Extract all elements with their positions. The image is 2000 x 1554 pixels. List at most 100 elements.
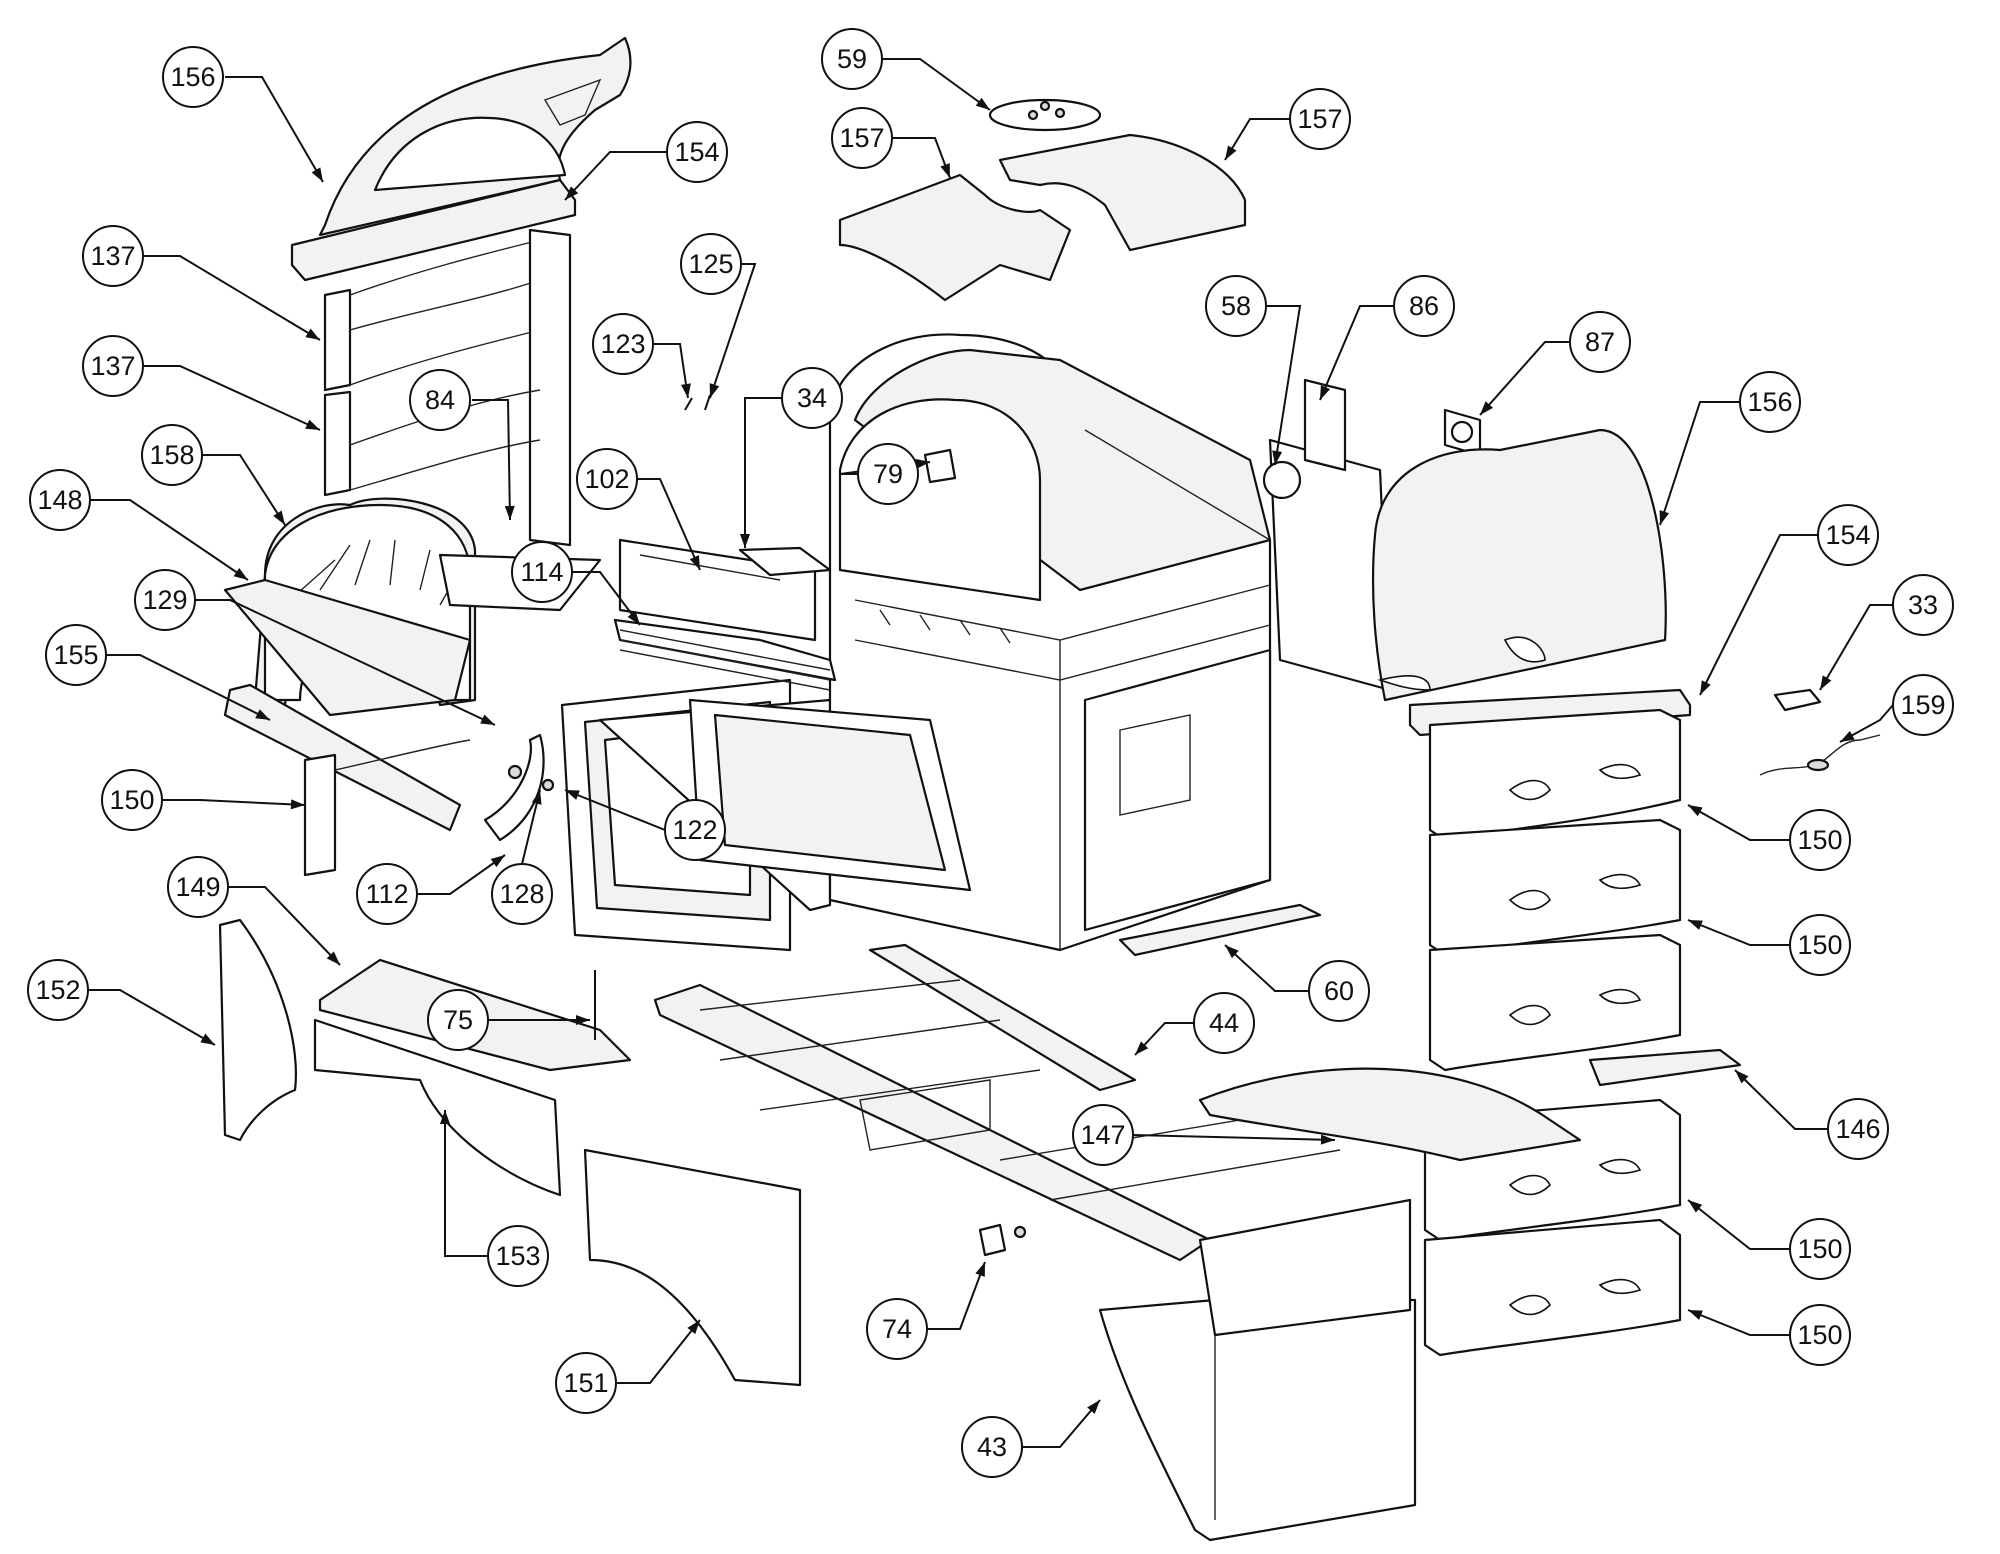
callout-number: 137 (90, 351, 135, 381)
leader-arrow-c137a (305, 328, 320, 340)
leader-line-c150b (1687, 804, 1790, 841)
leader-arrow-c129 (480, 714, 495, 725)
callout-circle (821, 28, 883, 90)
leader-line-c33 (1819, 604, 1893, 691)
callout-circle (592, 313, 654, 375)
callout-circle (1789, 914, 1851, 976)
leader-line-c151 (616, 1319, 701, 1384)
callout-c58: 58 (1205, 275, 1267, 337)
callout-c150d: 150 (1789, 1218, 1851, 1280)
callout-circle (82, 335, 144, 397)
callout-circle (781, 367, 843, 429)
callout-c149: 149 (167, 856, 229, 918)
leader-arrow-c137b (305, 419, 320, 430)
leader-arrow-c151 (687, 1320, 700, 1335)
leader-line-c137b (143, 365, 321, 431)
leader-line-c156b (1659, 401, 1740, 526)
callout-c150b: 150 (1789, 809, 1851, 871)
callout-c158: 158 (141, 424, 203, 486)
callout-circle (1789, 1304, 1851, 1366)
leader-arrow-c43 (1087, 1400, 1100, 1414)
leader-line-c149 (228, 886, 341, 966)
callout-c102: 102 (576, 448, 638, 510)
callout-number: 150 (109, 785, 154, 815)
leader-arrow-c155 (255, 709, 270, 720)
callout-c129: 129 (134, 569, 196, 631)
callout-number: 58 (1221, 291, 1251, 321)
grate-door-frame (688, 698, 972, 892)
leader-line-c114 (572, 571, 641, 626)
leader-arrow-c74 (975, 1262, 985, 1277)
bracket-74 (978, 1223, 1027, 1257)
callout-c84: 84 (409, 369, 471, 431)
leader-line-c147 (1132, 1134, 1336, 1141)
leader-arrow-c114 (627, 610, 640, 625)
leader-line-c43 (1022, 1399, 1101, 1448)
callout-c150e: 150 (1789, 1304, 1851, 1366)
callout-number: 122 (672, 815, 717, 845)
decor-block-150-2 (1428, 818, 1682, 957)
callout-c60: 60 (1308, 960, 1370, 1022)
leader-arrow-c86 (1320, 385, 1331, 400)
leader-arrow-c87 (1480, 401, 1494, 415)
callout-number: 149 (175, 872, 220, 902)
leader-line-c125 (709, 263, 757, 399)
callout-c154b: 154 (1817, 504, 1879, 566)
callout-c156b: 156 (1739, 371, 1801, 433)
leader-arrow-c84 (504, 505, 515, 520)
callout-number: 87 (1585, 327, 1615, 357)
leader-line-c148 (90, 499, 249, 581)
callout-number: 154 (1825, 520, 1870, 550)
callout-circle (1827, 1098, 1889, 1160)
callout-circle (511, 541, 573, 603)
leader-line-c146 (1734, 1069, 1828, 1130)
callout-c157a: 157 (831, 107, 893, 169)
callout-circle (857, 443, 919, 505)
leader-arrow-c150c (1688, 920, 1703, 930)
leader-arrow-c33 (1820, 675, 1832, 690)
callout-circle (680, 233, 742, 295)
callout-circle (1308, 960, 1370, 1022)
callout-circle (409, 369, 471, 431)
callout-c156a: 156 (162, 46, 224, 108)
callout-c34: 34 (781, 367, 843, 429)
callout-number: 114 (520, 557, 563, 587)
leader-arrow-c60 (1225, 945, 1239, 959)
callout-number: 137 (90, 241, 135, 271)
leader-arrow-c156b (1659, 510, 1670, 525)
leader-arrow-c158 (273, 510, 285, 525)
leader-arrow-c150a (290, 799, 305, 810)
callout-circle (1289, 88, 1351, 150)
callout-c128: 128 (491, 863, 553, 925)
leader-line-c123 (653, 343, 689, 399)
callout-number: 125 (688, 249, 733, 279)
callout-number: 128 (499, 879, 544, 909)
callout-c75: 75 (427, 989, 489, 1051)
leader-line-c154b (1699, 534, 1818, 696)
callout-c155: 155 (45, 624, 107, 686)
callout-circle (1789, 809, 1851, 871)
callout-number: 86 (1409, 291, 1439, 321)
leader-line-c150e (1687, 1309, 1790, 1336)
callout-c87: 87 (1569, 311, 1631, 373)
callout-number: 34 (797, 383, 827, 413)
leader-arrow-c149 (326, 951, 340, 965)
leader-line-c155 (106, 654, 271, 721)
callout-circle (487, 1225, 549, 1287)
bracket-79 (923, 448, 957, 484)
leader-arrow-c128 (531, 790, 542, 805)
leader-line-c87 (1479, 341, 1570, 416)
callout-circle (27, 959, 89, 1021)
front-skirt-153 (313, 1018, 562, 1197)
leader-arrow-c154a (565, 186, 579, 200)
callout-c79: 79 (857, 443, 919, 505)
plate-86 (1303, 378, 1347, 472)
callout-c157b: 157 (1289, 88, 1351, 150)
callout-c74: 74 (866, 1298, 928, 1360)
leader-arrow-c123 (681, 383, 691, 398)
side-panel-upper-left (323, 228, 572, 547)
leader-line-c86 (1319, 305, 1394, 401)
box-frame-right (1198, 1198, 1412, 1337)
callout-circle (167, 856, 229, 918)
